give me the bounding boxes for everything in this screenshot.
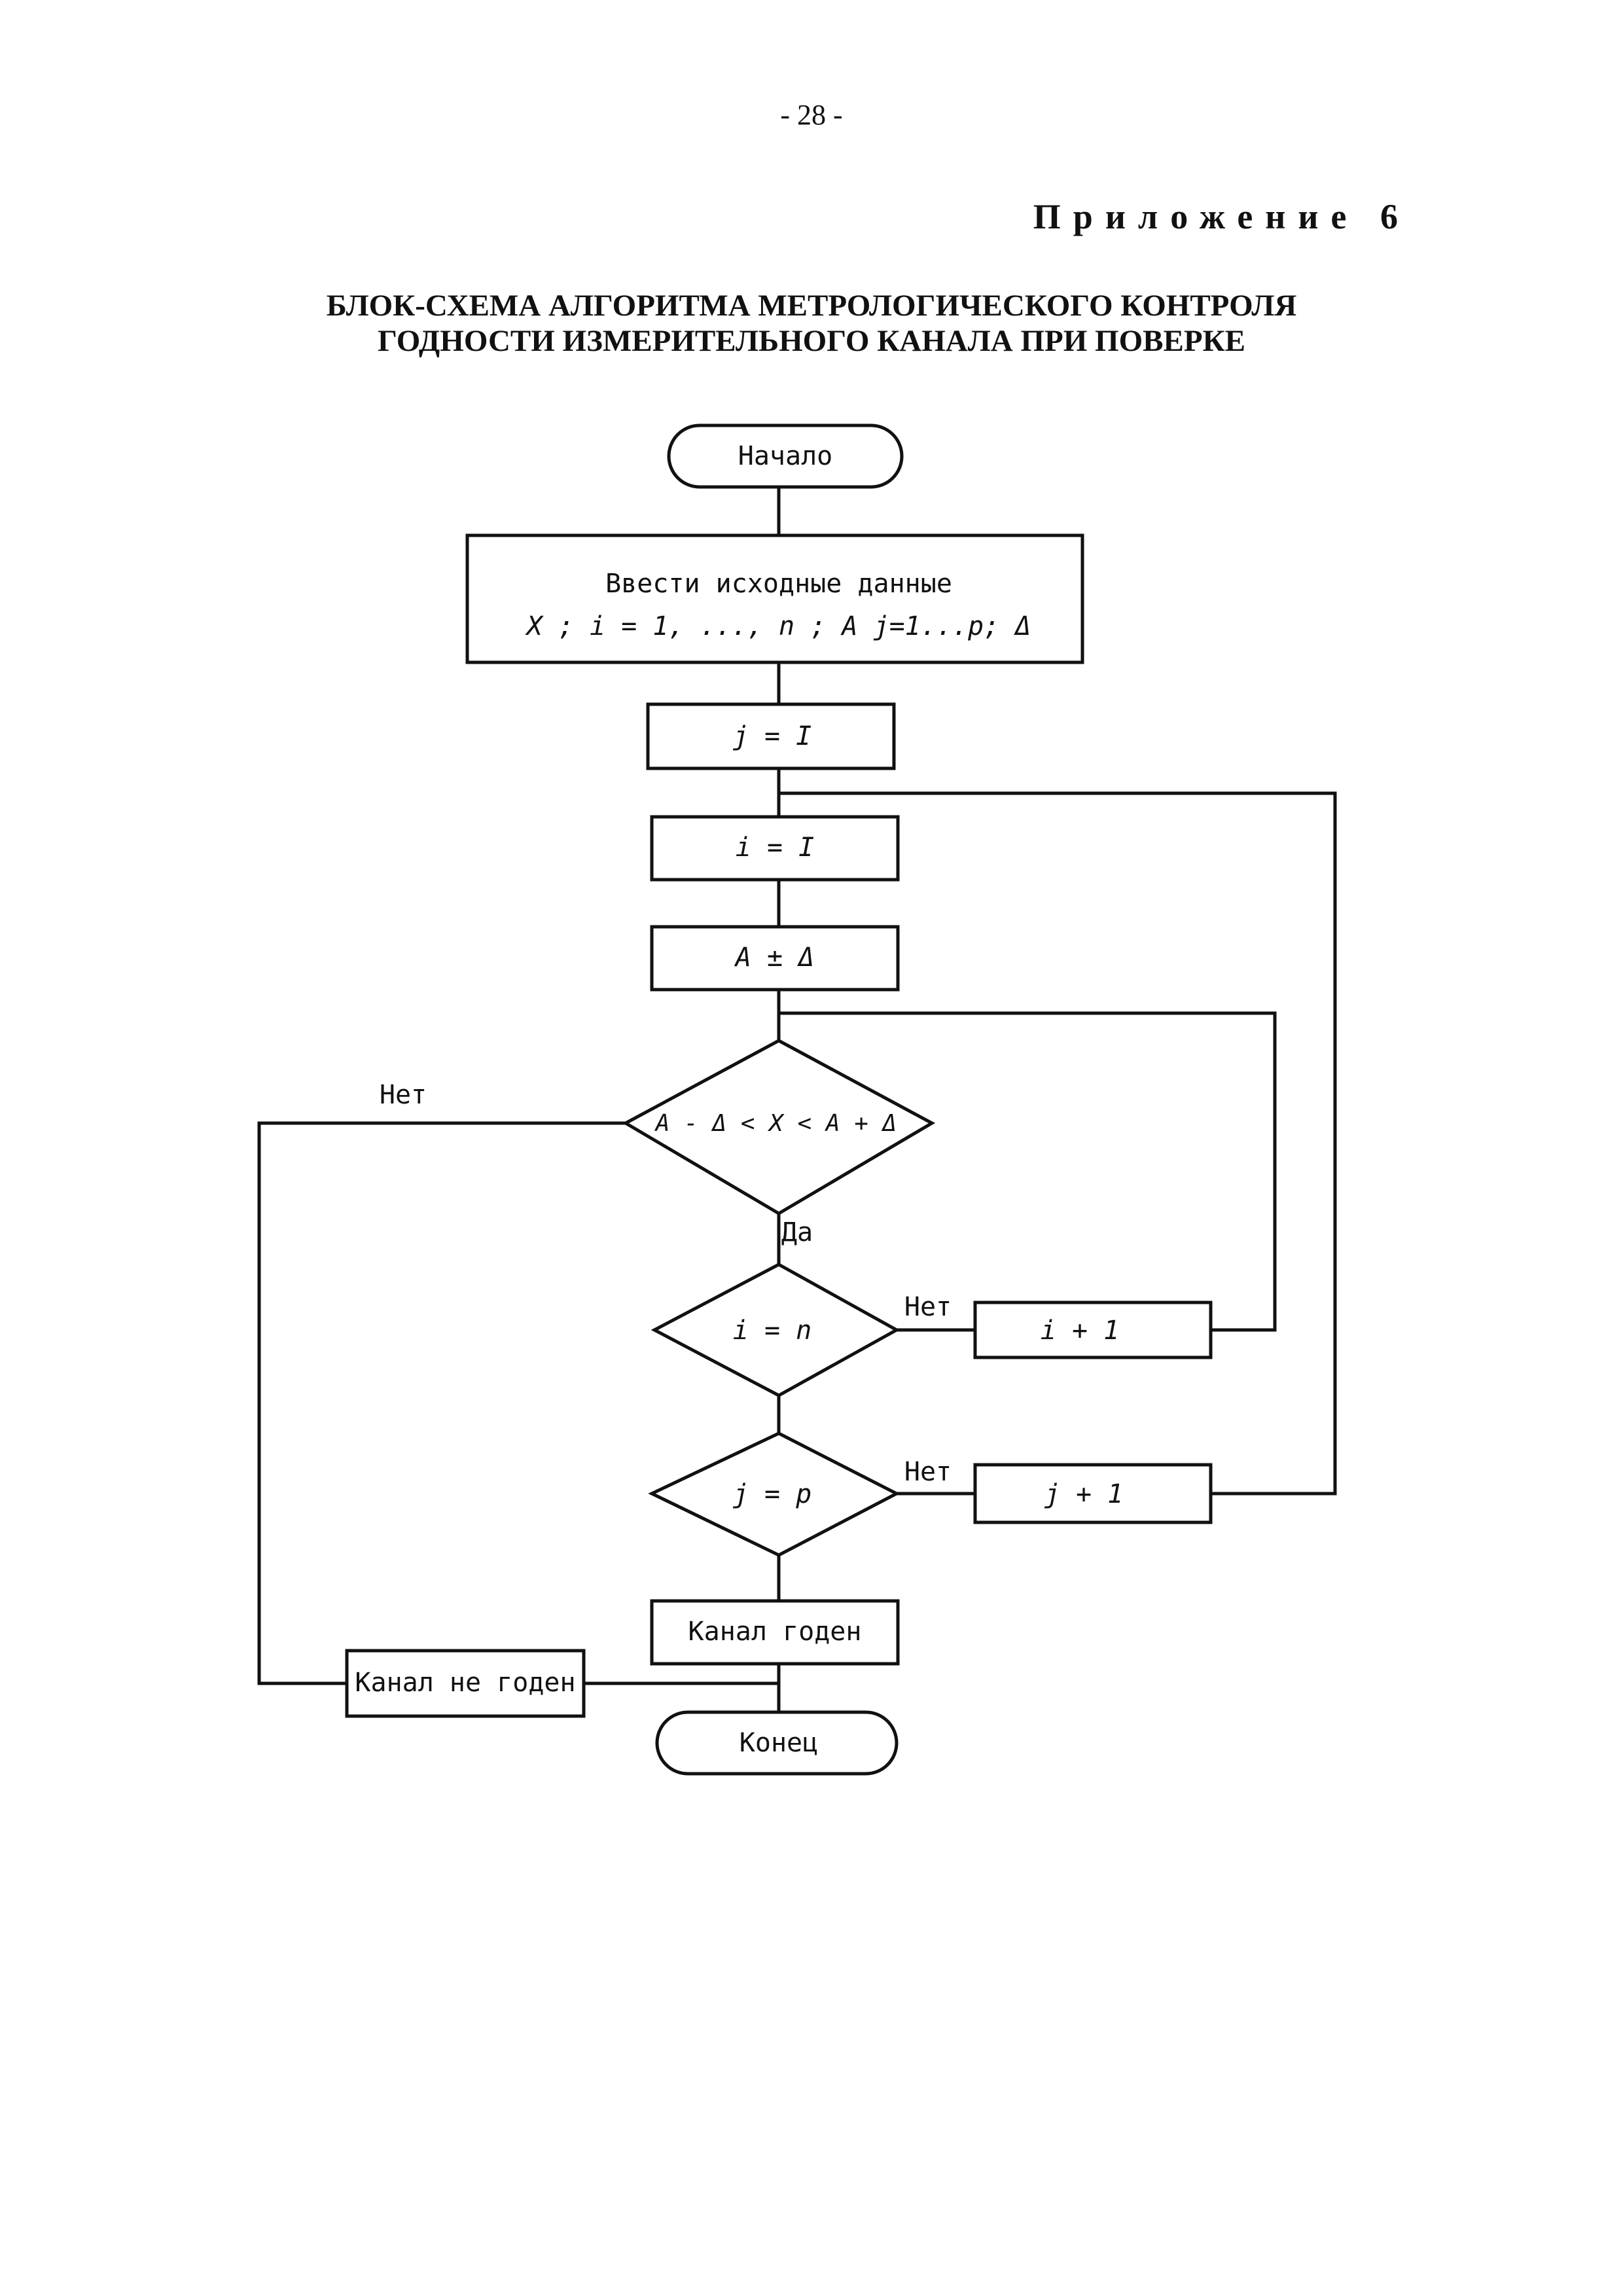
input-block (465, 533, 1084, 664)
i-init-label: i = I (736, 833, 814, 863)
limits-label: A ± Δ (734, 942, 814, 973)
j-increment-block (973, 1463, 1213, 1524)
result-fail-label: Канал не годен (355, 1668, 575, 1698)
check-condition-label: A - Δ < X < A + Δ (654, 1110, 897, 1137)
start-terminal (667, 423, 904, 489)
j-condition-label: j = p (733, 1479, 812, 1509)
appendix-label: Приложение 6 (1033, 197, 1410, 236)
check-yes-label: Да (781, 1217, 813, 1247)
check-no-label: Нет (380, 1080, 427, 1110)
end-terminal (655, 1710, 899, 1776)
i-no-label: Нет (904, 1292, 952, 1322)
end-label: Конец (740, 1728, 818, 1758)
j-increment-label: j + 1 (1044, 1479, 1123, 1509)
title-line-2: ГОДНОСТИ ИЗМЕРИТЕЛЬНОГО КАНАЛА ПРИ ПОВЕР… (377, 324, 1245, 358)
i-increment-block (973, 1300, 1213, 1359)
j-init-block (646, 702, 896, 770)
start-label: Начало (738, 441, 833, 471)
result-ok-block (650, 1599, 900, 1666)
title-line-1: БЛОК-СХЕМА АЛГОРИТМА МЕТРОЛОГИЧЕСКОГО КО… (326, 289, 1297, 323)
i-init-block (650, 815, 900, 882)
input-label-line2: X ; i = 1, ..., n ; A j=1...p; Δ (525, 611, 1031, 641)
j-no-label: Нет (904, 1457, 952, 1487)
input-label-line1: Ввести исходные данные (605, 569, 952, 599)
result-ok-label: Канал годен (688, 1617, 862, 1647)
i-increment-label: i + 1 (1041, 1316, 1119, 1346)
j-init-label: j = I (733, 721, 812, 751)
page-number: - 28 - (780, 99, 843, 131)
limits-block (650, 925, 900, 992)
i-condition-label: i = n (733, 1316, 812, 1346)
